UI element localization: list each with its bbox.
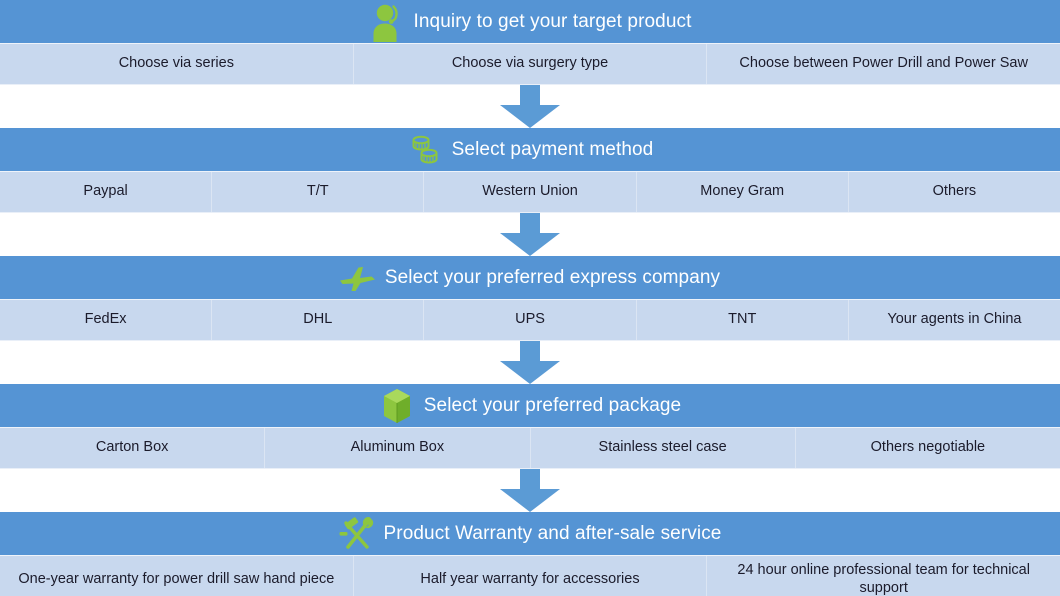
connector-arrow-4	[0, 469, 1060, 512]
option-money-gram[interactable]: Money Gram	[637, 172, 849, 212]
option-row-warranty: One-year warranty for power drill saw ha…	[0, 556, 1060, 596]
option-carton-box[interactable]: Carton Box	[0, 428, 266, 468]
stage-package: Select your preferred package Carton Box…	[0, 384, 1060, 469]
hammer-wrench-tools-icon	[339, 514, 375, 554]
option-row-express: FedEx DHL UPS TNT Your agents in China	[0, 300, 1060, 341]
stage-title-payment: Select payment method	[451, 138, 654, 160]
option-choose-via-surgery-type[interactable]: Choose via surgery type	[354, 44, 708, 84]
stage-title-express: Select your preferred express company	[384, 266, 721, 288]
stage-inquiry: Inquiry to get your target product Choos…	[0, 0, 1060, 85]
option-others-payment[interactable]: Others	[932, 183, 977, 200]
stage-title-package: Select your preferred package	[423, 394, 682, 416]
option-choose-via-series[interactable]: Choose via series	[0, 44, 354, 84]
stage-title-warranty: Product Warranty and after-sale service	[383, 522, 722, 544]
option-ups[interactable]: UPS	[424, 300, 637, 340]
option-your-agents-in-china[interactable]: Your agents in China	[887, 311, 1022, 328]
option-others-negotiable[interactable]: Others negotiable	[870, 439, 986, 456]
option-paypal[interactable]: Paypal	[0, 172, 213, 212]
stage-header-express: Select your preferred express company	[0, 256, 1060, 300]
connector-arrow-2	[0, 213, 1060, 256]
stage-payment: Select payment method Paypal T/T Western…	[0, 128, 1060, 213]
option-tt[interactable]: T/T	[212, 172, 425, 212]
connector-arrow-1	[0, 85, 1060, 128]
down-arrow-icon	[500, 213, 560, 256]
coins-stack-icon	[407, 130, 443, 170]
package-box-icon	[379, 386, 415, 426]
stage-express: Select your preferred express company Fe…	[0, 256, 1060, 341]
stage-header-warranty: Product Warranty and after-sale service	[0, 512, 1060, 556]
option-western-union[interactable]: Western Union	[424, 172, 637, 212]
option-half-year-warranty[interactable]: Half year warranty for accessories	[354, 556, 708, 596]
airplane-icon	[339, 258, 376, 298]
option-row-package: Carton Box Aluminum Box Stainless steel …	[0, 428, 1060, 469]
connector-arrow-3	[0, 341, 1060, 384]
stage-warranty: Product Warranty and after-sale service …	[0, 512, 1060, 596]
down-arrow-icon	[500, 341, 560, 384]
stage-header-payment: Select payment method	[0, 128, 1060, 172]
option-dhl[interactable]: DHL	[212, 300, 425, 340]
stage-header-package: Select your preferred package	[0, 384, 1060, 428]
option-row-inquiry: Choose via series Choose via surgery typ…	[0, 44, 1060, 85]
option-choose-drill-or-saw[interactable]: Choose between Power Drill and Power Saw	[739, 55, 1028, 72]
down-arrow-icon	[500, 85, 560, 128]
customer-service-person-icon	[369, 2, 405, 42]
option-one-year-warranty[interactable]: One-year warranty for power drill saw ha…	[0, 556, 354, 596]
option-24-hour-support[interactable]: 24 hour online professional team for tec…	[737, 562, 1030, 596]
option-fedex[interactable]: FedEx	[0, 300, 213, 340]
option-row-payment: Paypal T/T Western Union Money Gram Othe…	[0, 172, 1060, 213]
option-aluminum-box[interactable]: Aluminum Box	[265, 428, 531, 468]
option-stainless-steel-case[interactable]: Stainless steel case	[531, 428, 796, 468]
stage-title-inquiry: Inquiry to get your target product	[413, 10, 692, 32]
down-arrow-icon	[500, 469, 560, 512]
option-tnt[interactable]: TNT	[637, 300, 849, 340]
stage-header-inquiry: Inquiry to get your target product	[0, 0, 1060, 44]
